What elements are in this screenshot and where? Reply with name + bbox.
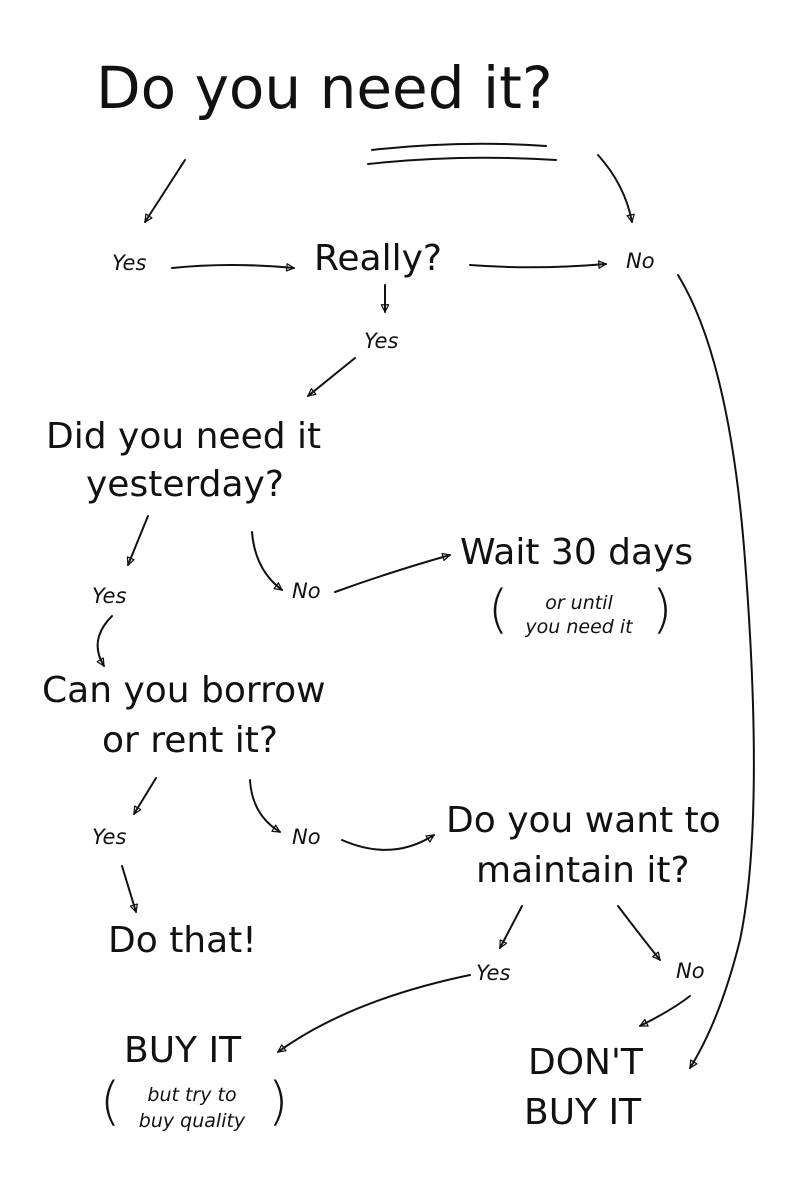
wait-note-open-paren: ( [488,580,509,640]
question-did-you-need-line2: yesterday? [86,464,284,505]
arrow-did-to-yes [126,515,149,566]
buy-note-close-paren: ) [268,1072,289,1132]
question-borrow-line1: Can you borrow [42,670,326,711]
outcome-do-that: Do that! [108,920,257,961]
action-wait-30-days: Wait 30 days [460,532,694,573]
arrow-maintain-to-no [617,905,661,961]
question-did-you-need-line1: Did you need it [46,416,322,457]
title-emphasis: need [319,54,465,122]
question-really: Really? [314,238,443,279]
arrow-no-to-maintain [341,834,435,851]
title-suffix: it? [464,54,553,122]
arrow-title-to-yes [144,159,186,223]
answer-no-borrow: No [292,825,321,849]
arrow-really-to-no [469,260,607,269]
outcome-dont-line1: DON'T [528,1042,643,1083]
buy-note-open-paren: ( [100,1072,121,1132]
arrow-yes-to-dothat [121,865,138,913]
buy-note-line2: buy quality [138,1110,246,1132]
question-borrow-line2: or rent it? [102,720,279,761]
arrow-borrow-to-yes [133,777,157,815]
arrow-no-to-dont [677,274,755,1069]
title-underline-1 [371,142,547,151]
wait-note-close-paren: ) [652,580,673,640]
answer-yes-yesterday: Yes [92,584,127,608]
wait-note-line1: or until [545,592,613,614]
question-maintain-line2: maintain it? [476,850,690,891]
answer-no-yesterday: No [292,579,321,603]
answer-no-top: No [626,249,655,273]
answer-yes-maintain: Yes [476,961,511,985]
answer-yes-top: Yes [112,251,147,275]
arrow-yes-to-did [307,357,356,397]
title-underline-2 [367,156,557,165]
arrow-borrow-to-no [249,779,281,833]
answer-yes-borrow: Yes [92,825,127,849]
outcome-buy-it: BUY IT [124,1030,242,1071]
arrow-no-to-dont-buy [639,995,691,1027]
arrow-no-to-wait [334,552,451,593]
buy-note-line1: but try to [147,1084,237,1106]
arrow-yes-to-buy [277,974,471,1053]
flowchart-title: Do you need it? [96,58,553,119]
wait-note-line2: you need it [525,616,633,638]
arrow-maintain-to-yes [499,905,523,949]
answer-yes-really: Yes [364,329,399,353]
arrow-did-to-no [251,531,283,591]
arrow-title-to-no [597,154,635,223]
arrow-yes-to-really [171,263,295,272]
answer-no-maintain: No [676,959,705,983]
question-maintain-line1: Do you want to [446,800,721,841]
title-prefix: Do you [96,54,320,122]
outcome-dont-line2: BUY IT [524,1092,642,1133]
arrow-yes-to-borrow [96,615,113,667]
